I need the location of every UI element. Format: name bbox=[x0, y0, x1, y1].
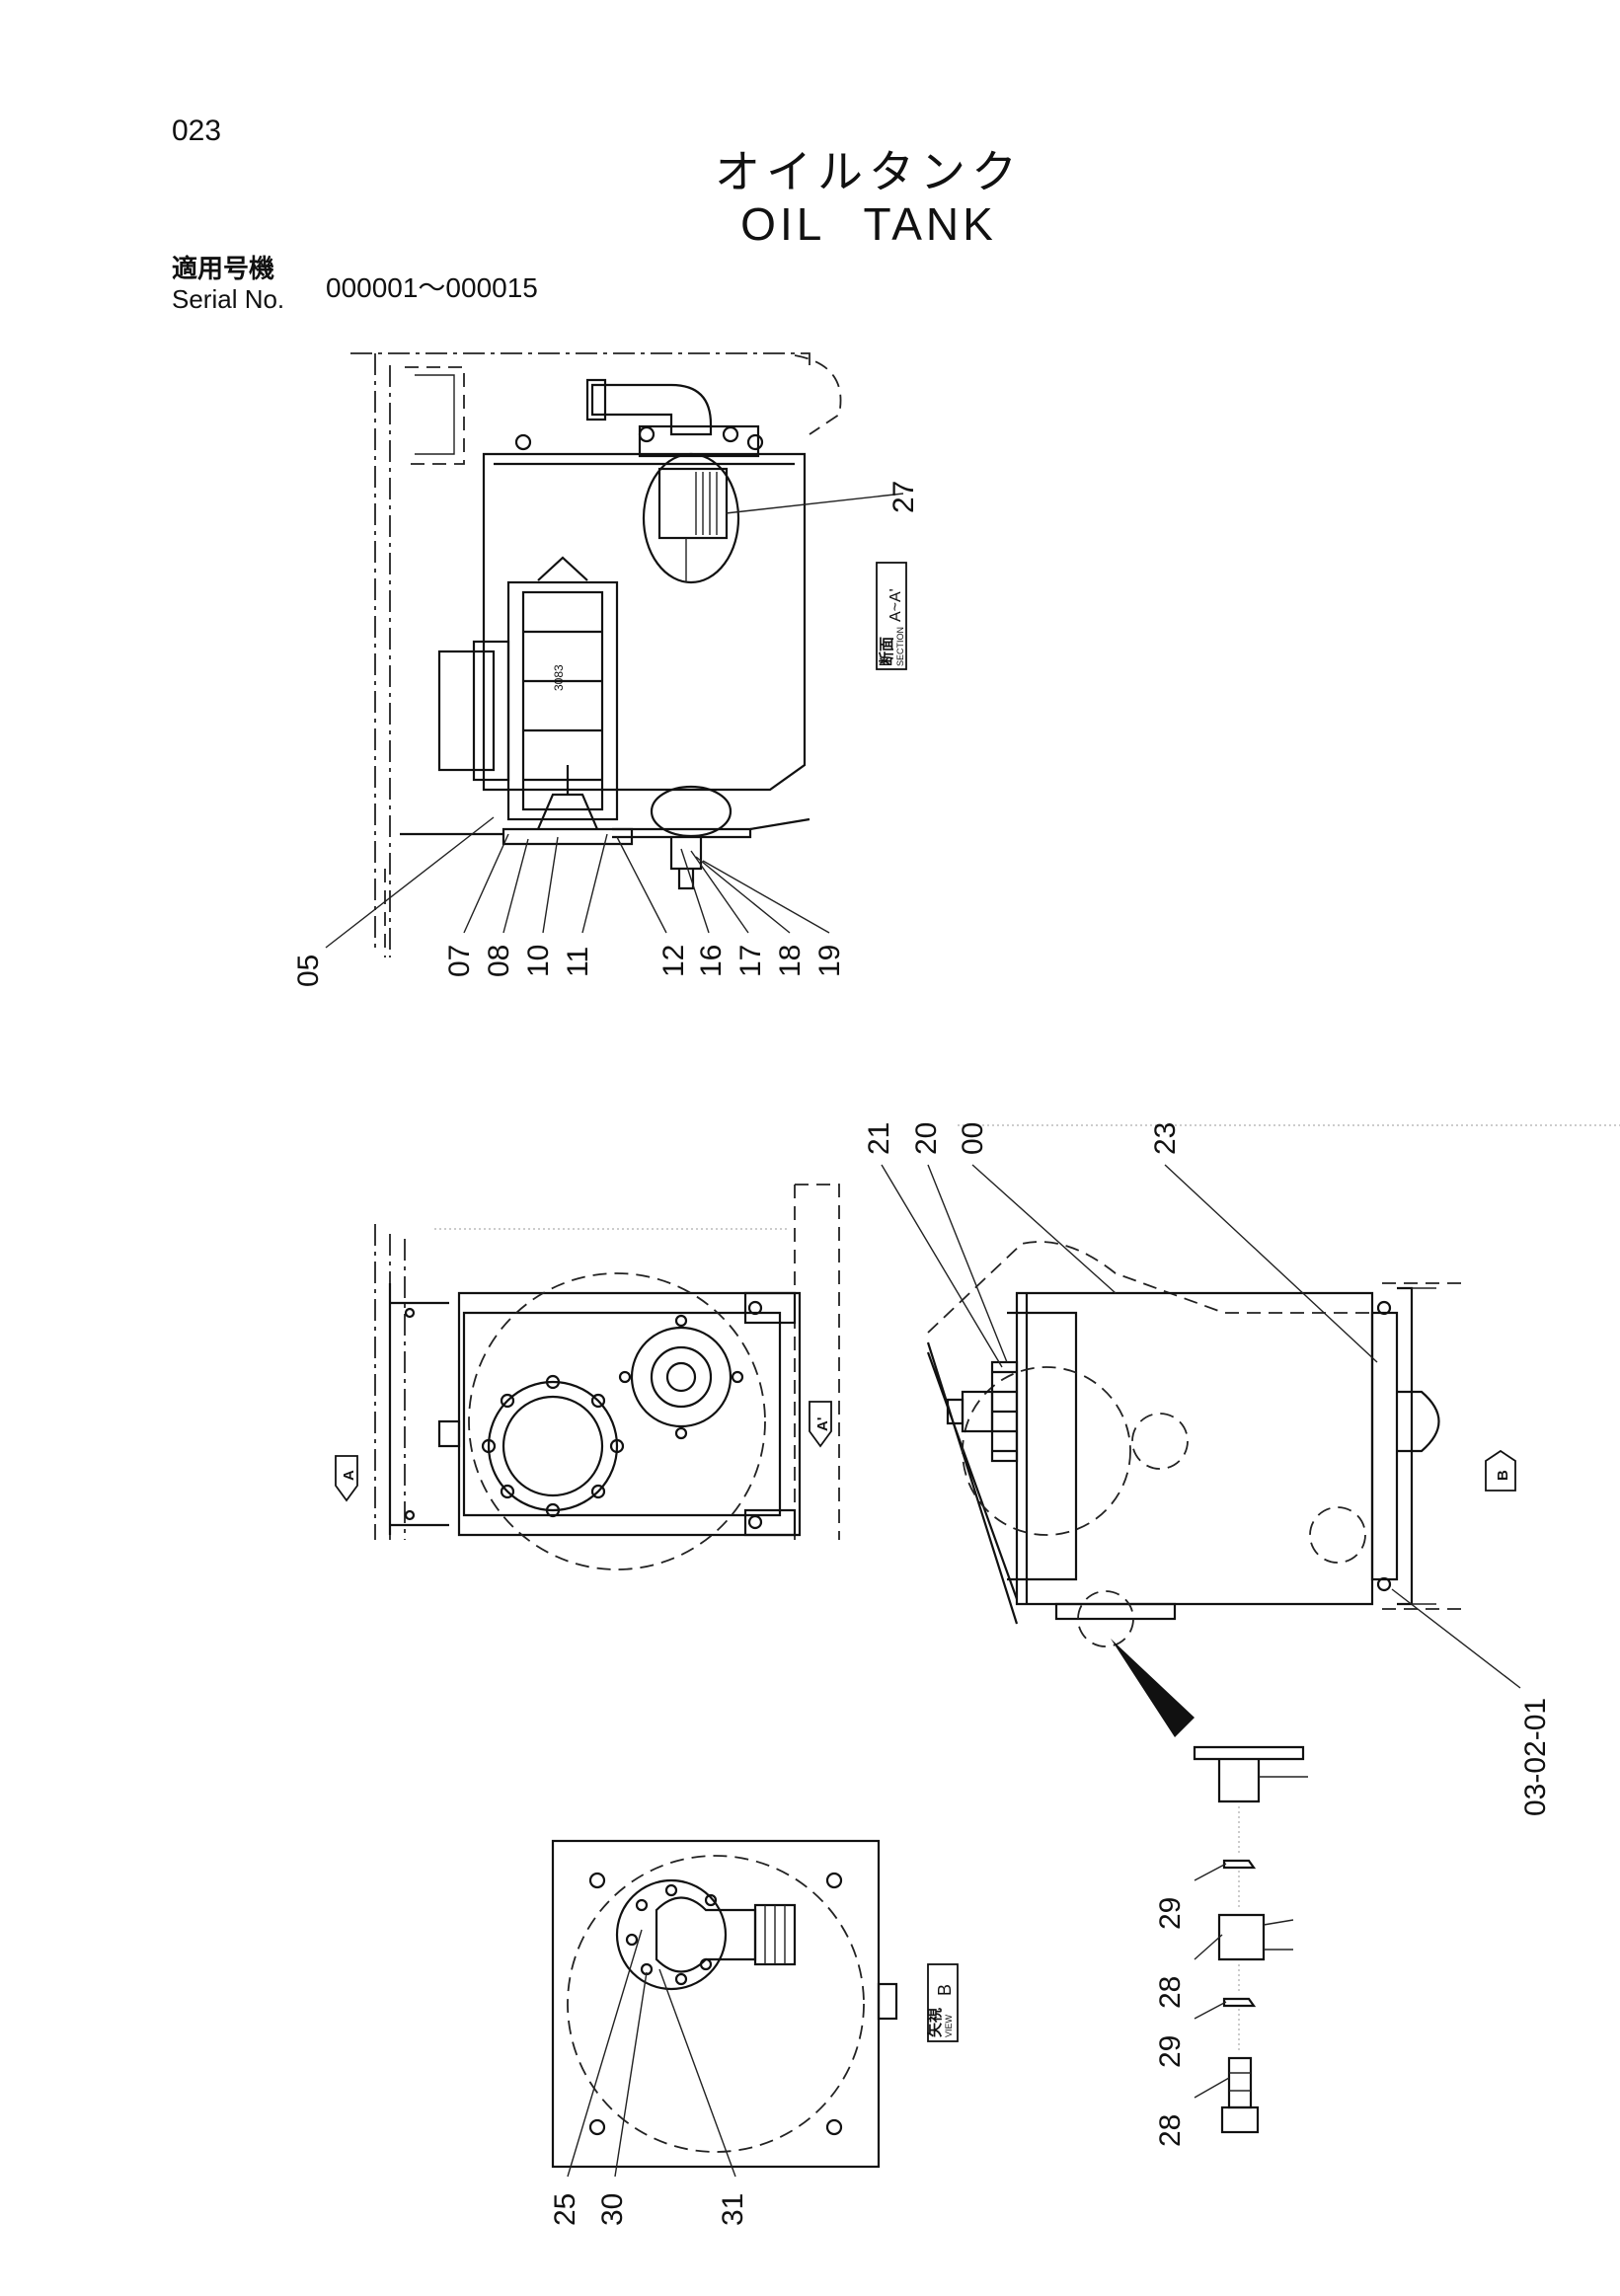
view-b bbox=[551, 1839, 898, 2169]
arrow-b-tag: B bbox=[1485, 1449, 1516, 1492]
arrow-a-tag: A bbox=[335, 1455, 358, 1502]
callout-20: 20 bbox=[910, 1122, 943, 1155]
section-tag-jp: 断面 bbox=[878, 637, 895, 666]
callout-08: 08 bbox=[483, 945, 515, 977]
callout-10: 10 bbox=[522, 945, 555, 977]
callout-25: 25 bbox=[549, 2193, 581, 2226]
svg-text:A: A bbox=[341, 1470, 357, 1481]
serial-label-english: Serial No. bbox=[172, 284, 285, 314]
callout-28-lower: 28 bbox=[1154, 2114, 1187, 2147]
callout-29-lower: 29 bbox=[1154, 2035, 1187, 2068]
callout-29-upper: 29 bbox=[1154, 1897, 1187, 1930]
section-callouts: 27 05 07 08 10 11 12 16 17 18 19 bbox=[292, 481, 920, 987]
view-tag-value: B bbox=[935, 1984, 955, 1996]
title-english: OIL TANK bbox=[740, 198, 997, 250]
callout-07: 07 bbox=[443, 945, 476, 977]
callout-17: 17 bbox=[734, 945, 767, 977]
detail-callouts: 29 28 29 28 bbox=[1154, 1863, 1230, 2147]
arrow-a-prime-tag: A' bbox=[809, 1401, 832, 1448]
serial-range: 000001～000015 bbox=[326, 272, 538, 303]
callout-11: 11 bbox=[562, 947, 594, 977]
section-tag-value: A~A' bbox=[887, 588, 904, 622]
view-tag-en: VIEW bbox=[944, 2014, 954, 2037]
section-tag: 断面 SECTION A~A' bbox=[876, 562, 907, 670]
callout-19: 19 bbox=[813, 945, 846, 977]
callout-30: 30 bbox=[596, 2193, 629, 2226]
callout-27: 27 bbox=[887, 481, 920, 513]
serial-label-japanese: 適用号機 bbox=[172, 255, 275, 284]
callout-03-02-01: 03-02-01 bbox=[1519, 1698, 1552, 1816]
svg-text:3083: 3083 bbox=[552, 664, 566, 691]
callout-05: 05 bbox=[292, 955, 325, 987]
detail-view bbox=[1193, 1745, 1308, 2134]
svg-text:A': A' bbox=[814, 1417, 831, 1431]
view-tag-jp: 矢視 bbox=[926, 2008, 944, 2037]
callout-16: 16 bbox=[695, 945, 728, 977]
callout-12: 12 bbox=[657, 945, 690, 977]
view-tag: 矢視 VIEW B bbox=[926, 1963, 959, 2042]
svg-text:B: B bbox=[1495, 1470, 1511, 1481]
page-number: 023 bbox=[172, 115, 222, 147]
callout-18: 18 bbox=[774, 945, 807, 977]
side-callouts: 21 20 00 23 03-02-01 bbox=[863, 1122, 1552, 1816]
callout-31: 31 bbox=[717, 2193, 749, 2226]
section-view: 3083 bbox=[350, 352, 842, 957]
title-japanese: オイルタンク bbox=[715, 145, 1023, 198]
callout-28-upper: 28 bbox=[1154, 1976, 1187, 2009]
callout-00: 00 bbox=[957, 1122, 989, 1155]
section-tag-en: SECTION bbox=[895, 627, 905, 666]
callout-21: 21 bbox=[863, 1122, 895, 1155]
plan-view bbox=[374, 1184, 840, 1570]
side-view bbox=[926, 1124, 1620, 1737]
callout-23: 23 bbox=[1149, 1122, 1182, 1155]
view-b-callouts: 25 30 31 bbox=[549, 1929, 749, 2226]
